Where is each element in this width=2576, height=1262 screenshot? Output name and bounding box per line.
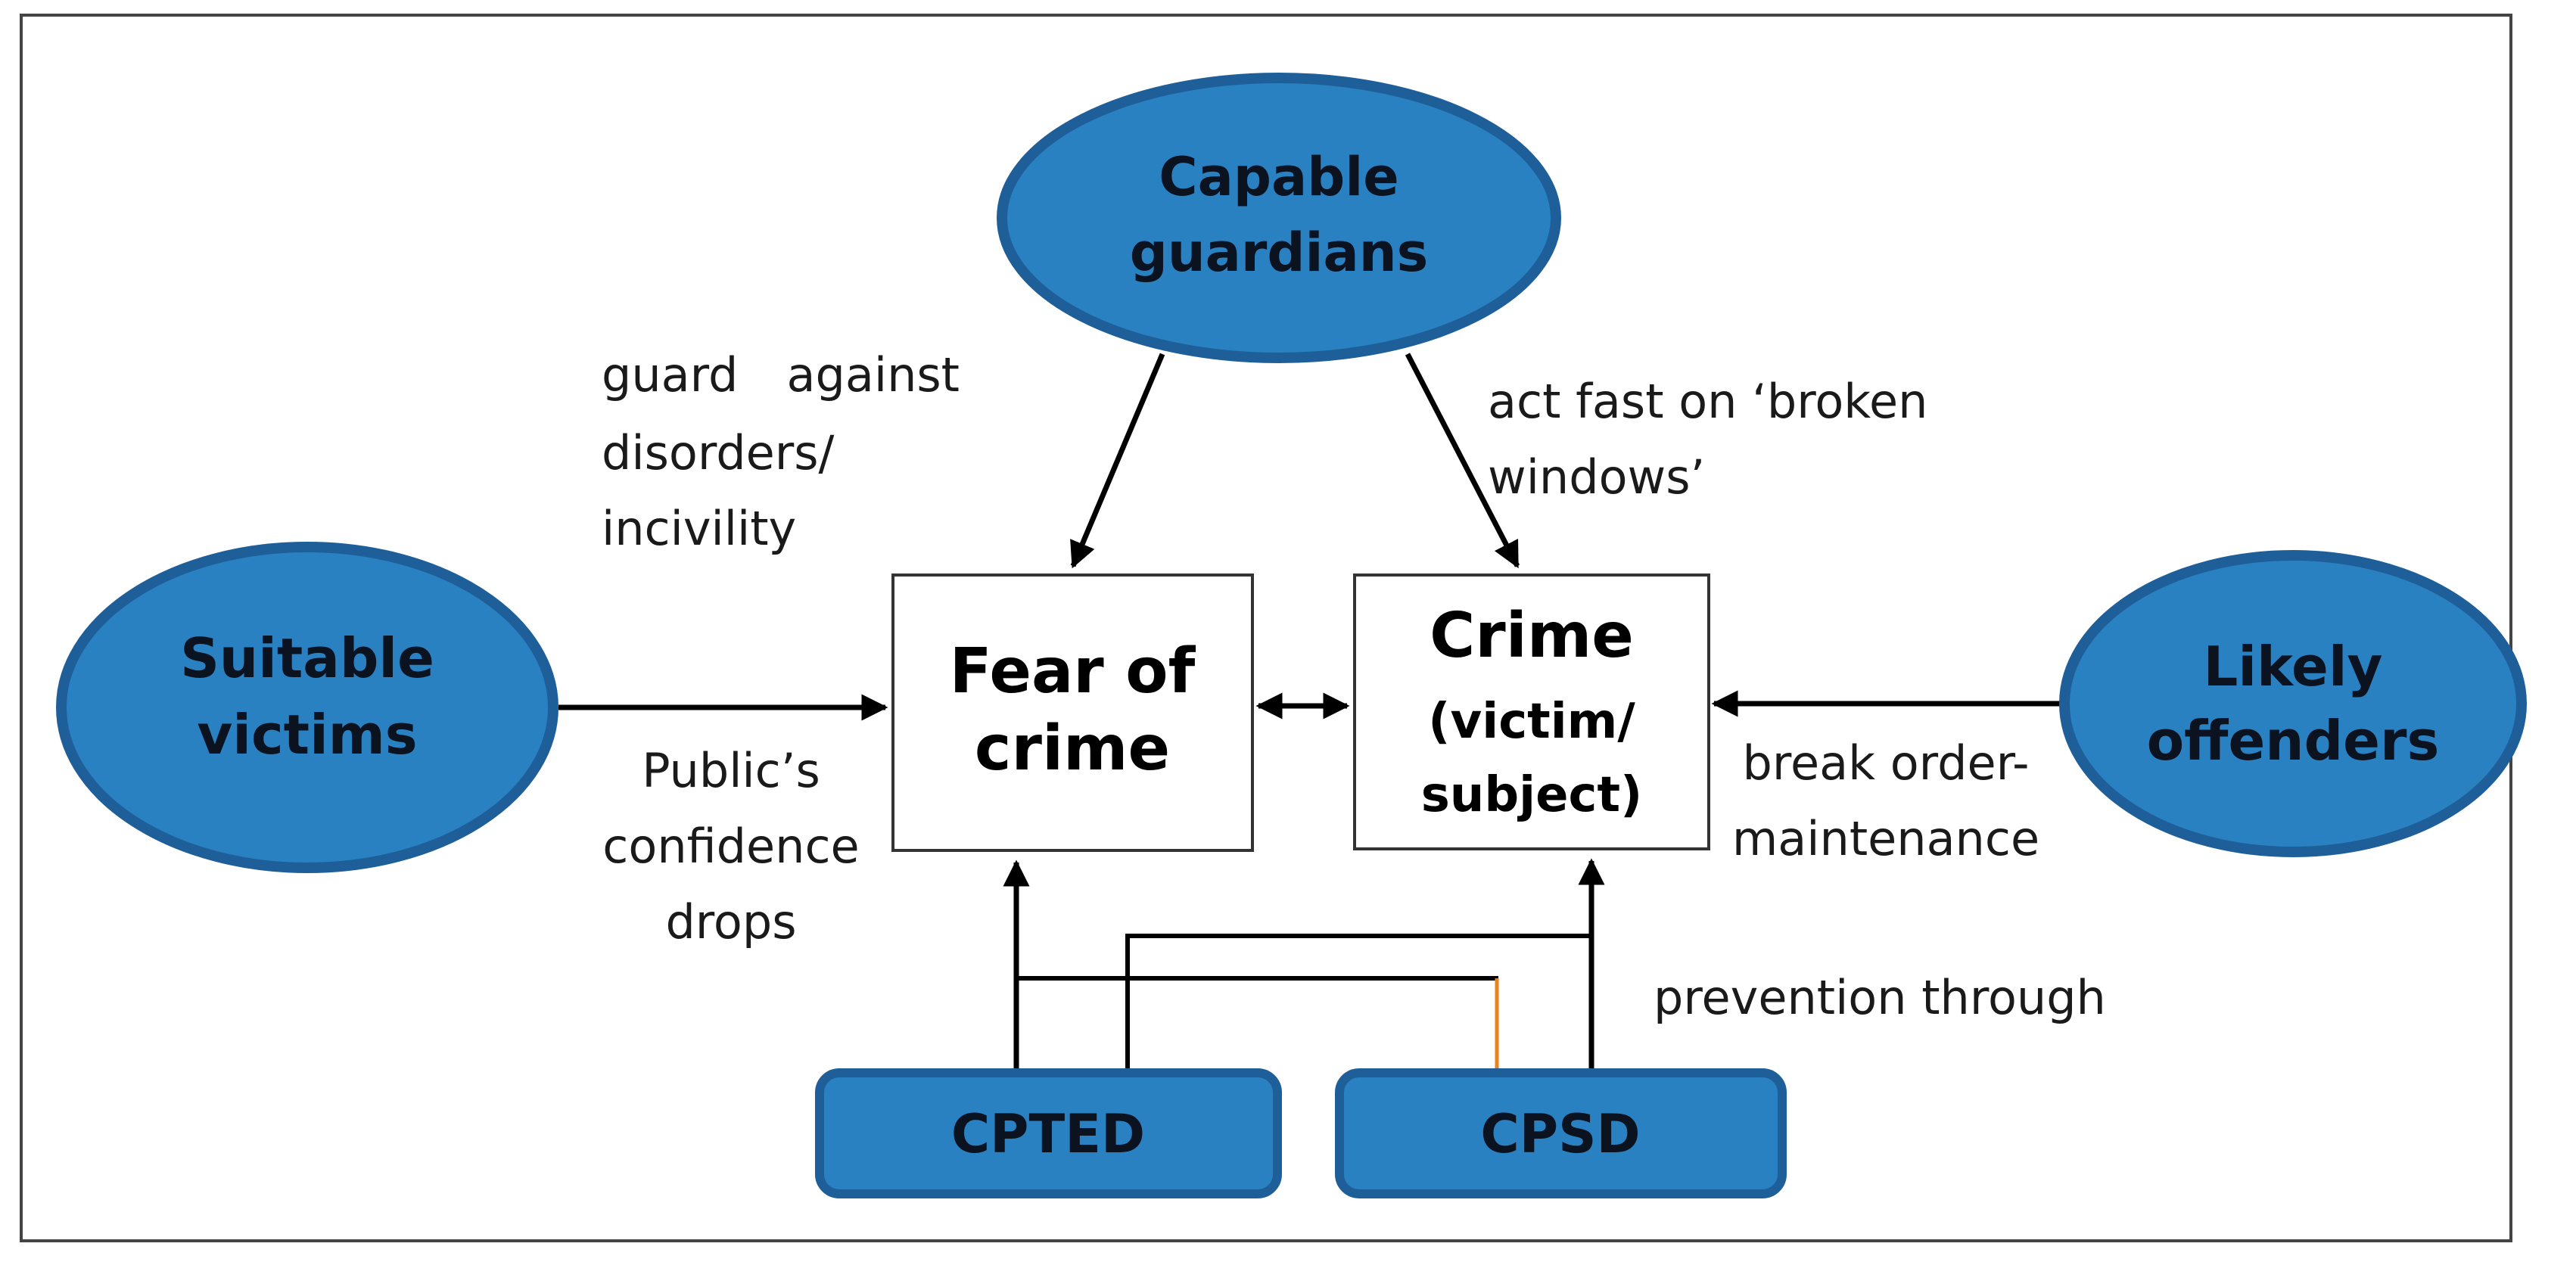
label-act-fast-line2: windows’ bbox=[1488, 449, 1705, 505]
box-fear-of-crime-line1: Fear of bbox=[950, 636, 1196, 707]
node-cpted: CPTED bbox=[815, 1068, 1282, 1198]
node-cpted-label: CPTED bbox=[951, 1103, 1145, 1165]
node-suitable-victims-line2: victims bbox=[197, 703, 417, 766]
label-act-fast: act fast on ‘broken windows’ bbox=[1488, 374, 1927, 505]
label-act-fast-line1: act fast on ‘broken bbox=[1488, 374, 1927, 429]
box-crime-line2: (victim/ bbox=[1428, 694, 1635, 750]
node-likely-offenders-line2: offenders bbox=[2147, 709, 2440, 772]
label-public-confidence: Public’s confidence drops bbox=[602, 743, 859, 950]
diagram-frame bbox=[20, 14, 2512, 1242]
connector-cpted-to-crime bbox=[1125, 934, 1591, 1068]
label-public-line1: Public’s bbox=[642, 743, 820, 798]
node-likely-offenders-line1: Likely bbox=[2204, 635, 2383, 698]
label-incivility: incivility bbox=[602, 501, 796, 556]
label-against-word: against bbox=[787, 347, 960, 403]
node-cpsd-label: CPSD bbox=[1480, 1103, 1640, 1165]
label-public-line2: confidence bbox=[602, 819, 859, 874]
node-suitable-victims: Suitable victims bbox=[56, 542, 558, 873]
label-break-order-line2: maintenance bbox=[1732, 811, 2039, 866]
box-fear-of-crime: Fear of crime bbox=[891, 573, 1254, 852]
label-prevention-through: prevention through bbox=[1654, 970, 2106, 1025]
box-crime-line1: Crime bbox=[1430, 600, 1634, 672]
node-cpsd: CPSD bbox=[1335, 1068, 1787, 1198]
label-break-order-line1: break order- bbox=[1743, 735, 2030, 791]
label-disorders: disorders/ bbox=[602, 425, 835, 480]
label-guard-against: guard against disorders/ incivility bbox=[602, 347, 960, 556]
arrow-guardians-to-fear bbox=[1070, 353, 1165, 569]
node-capable-guardians-line1: Capable bbox=[1159, 146, 1399, 208]
box-crime: Crime (victim/ subject) bbox=[1353, 573, 1710, 850]
arrow-guardians-to-crime bbox=[1405, 353, 1520, 569]
node-capable-guardians-line2: guardians bbox=[1130, 222, 1429, 284]
label-guard-word: guard bbox=[602, 347, 738, 403]
label-break-order: break order- maintenance bbox=[1732, 735, 2039, 866]
box-crime-line3: subject) bbox=[1421, 767, 1643, 823]
node-capable-guardians: Capable guardians bbox=[997, 73, 1561, 363]
label-public-line3: drops bbox=[665, 894, 796, 950]
box-fear-of-crime-line2: crime bbox=[975, 713, 1170, 785]
node-suitable-victims-line1: Suitable bbox=[180, 626, 434, 690]
node-likely-offenders: Likely offenders bbox=[2059, 550, 2527, 857]
